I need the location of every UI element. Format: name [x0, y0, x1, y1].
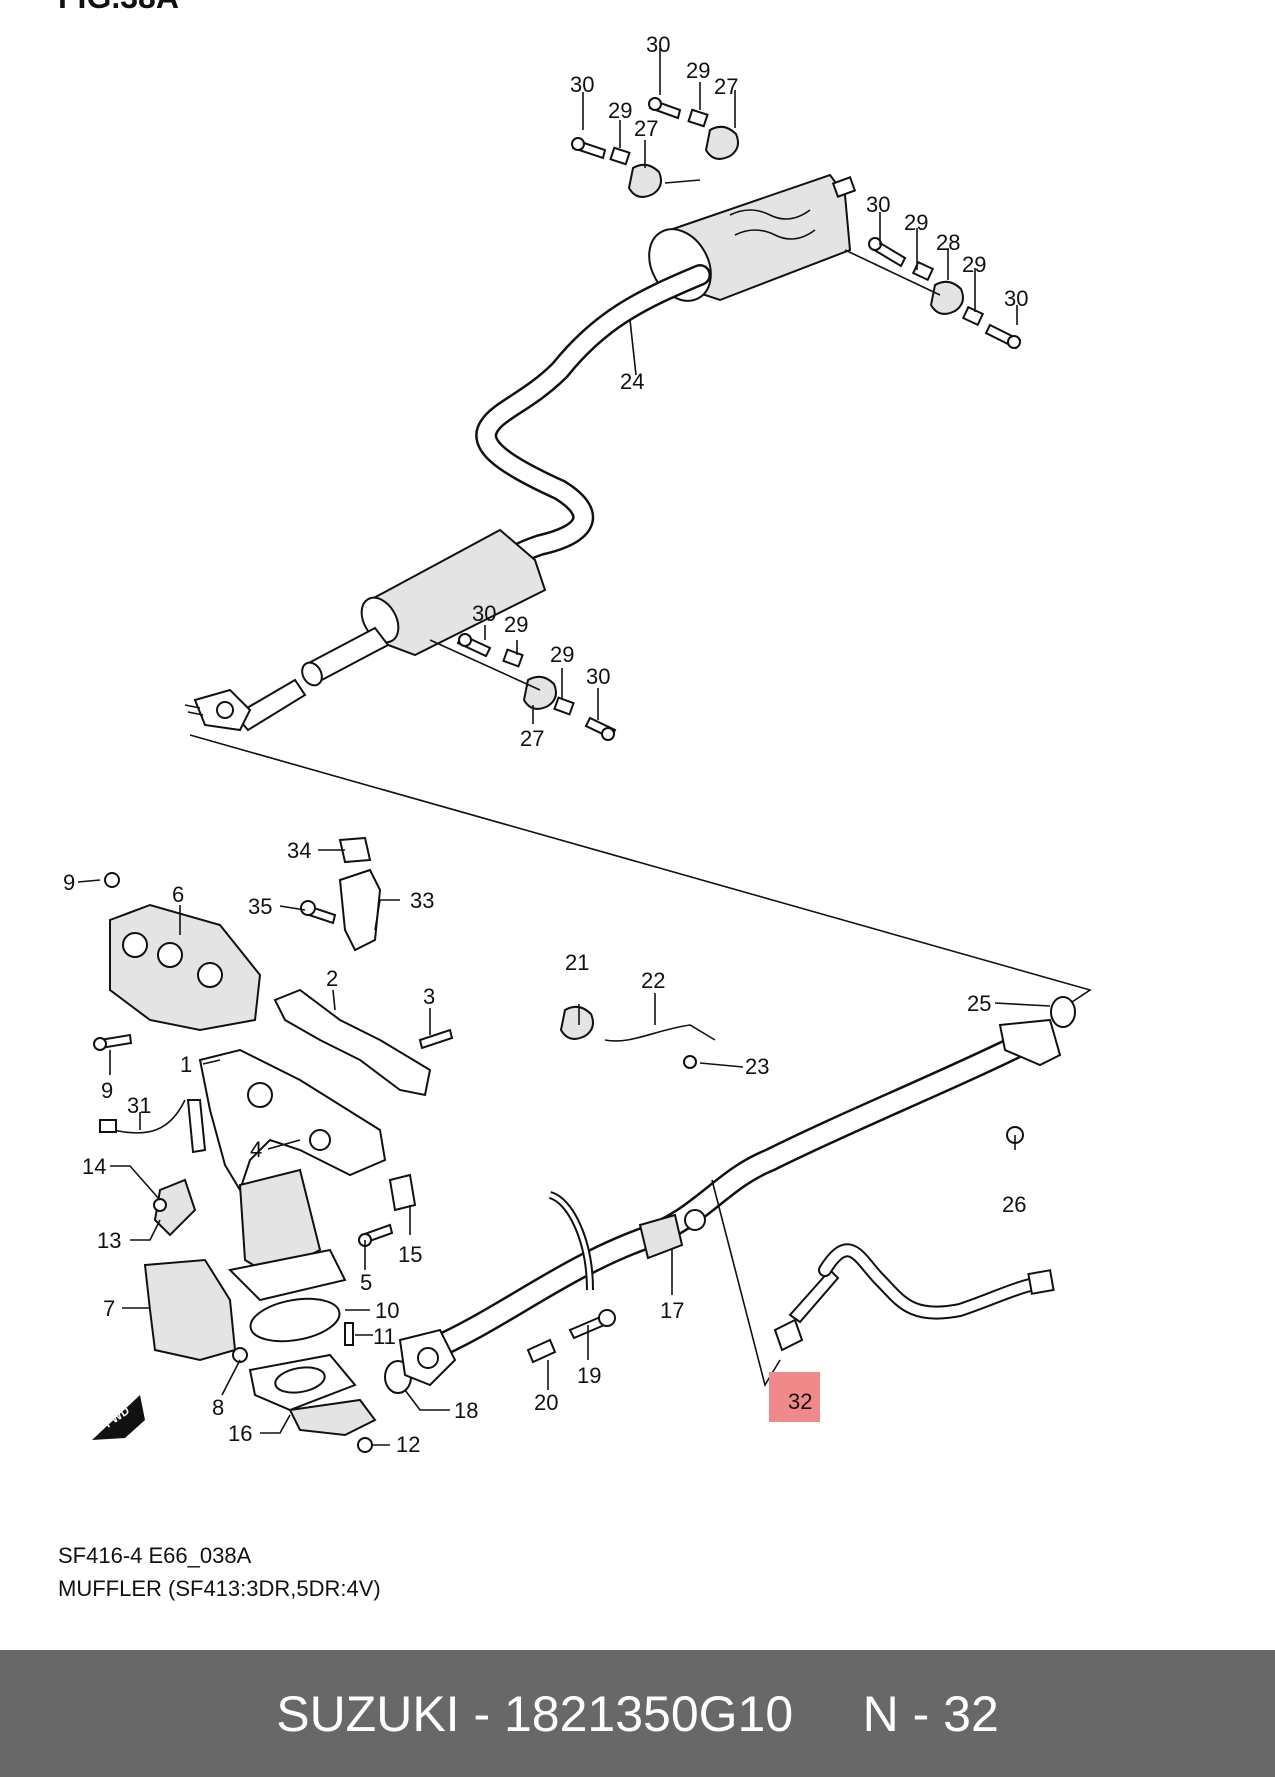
bolt-9-upper [104, 872, 120, 888]
bolt-8 [232, 1347, 248, 1363]
bracket-13 [153, 1178, 197, 1237]
exhaust-parts-diagram: FIG.38A [58, 0, 1092, 1457]
callout-27: 27 [714, 74, 738, 99]
callout-15: 15 [398, 1242, 422, 1267]
callout-34: 34 [287, 838, 311, 863]
callout-29: 29 [904, 210, 928, 235]
callout-22: 22 [641, 968, 665, 993]
callout-21: 21 [565, 950, 589, 975]
bolt-9-lower [93, 1033, 133, 1051]
connection-line-rear-front [189, 734, 1092, 1011]
callout-6: 6 [172, 882, 184, 907]
bracket-22 [604, 1024, 716, 1042]
oxygen-sensor-31 [99, 1099, 207, 1154]
callout-25: 25 [967, 991, 991, 1016]
callout-30: 30 [570, 72, 594, 97]
callout-31: 31 [127, 1093, 151, 1118]
flange-gasket-16 [248, 1353, 377, 1437]
heat-shield-6 [109, 903, 262, 1032]
callout-13: 13 [97, 1228, 121, 1253]
callout-30: 30 [472, 601, 496, 626]
stud-3 [418, 1028, 454, 1050]
hanger-21 [559, 1005, 594, 1040]
callout-4: 4 [250, 1137, 262, 1162]
callout-1: 1 [180, 1052, 192, 1077]
leader-32-link [711, 1179, 781, 1388]
callout-27: 27 [634, 116, 658, 141]
figure-title: FIG.38A [58, 0, 179, 15]
callout-12: 12 [396, 1432, 420, 1457]
clip-34 [338, 836, 372, 864]
gasket-25 [1050, 996, 1076, 1028]
callout-9: 9 [101, 1078, 113, 1103]
front-pipe-17 [398, 1018, 1062, 1387]
bracket-33 [338, 868, 382, 952]
callouts: 30 29 27 30 29 27 30 29 28 29 30 24 30 2… [63, 32, 1028, 1457]
bolt-23 [683, 1055, 697, 1069]
callout-19: 19 [577, 1363, 601, 1388]
callout-33: 33 [410, 888, 434, 913]
callout-29: 29 [962, 252, 986, 277]
highlight-box-32 [769, 1372, 820, 1422]
rear-pipe-flange [184, 688, 252, 732]
stud-11 [344, 1322, 354, 1346]
bolt-19 [568, 1309, 616, 1340]
bolt-5 [358, 1223, 394, 1247]
callout-30: 30 [646, 32, 670, 57]
callout-35: 35 [248, 894, 272, 919]
hanger-set-upper-left [571, 97, 739, 198]
leader-lines [77, 48, 1051, 1446]
callout-10: 10 [375, 1298, 399, 1323]
callout-7: 7 [103, 1296, 115, 1321]
hanger-set-resonator [429, 633, 617, 741]
part-number-footer: SUZUKI - 1821350G10 N - 32 [0, 1650, 1275, 1777]
callout-29: 29 [550, 642, 574, 667]
callout-3: 3 [423, 984, 435, 1009]
oxygen-sensor-32 [773, 1243, 1055, 1352]
callout-24: 24 [620, 369, 644, 394]
callout-27: 27 [520, 726, 544, 751]
nut-12 [357, 1437, 373, 1453]
callout-14: 14 [82, 1154, 106, 1179]
callout-29: 29 [504, 612, 528, 637]
diagram-code: SF416-4 E66_038A [58, 1543, 252, 1568]
spring-20 [526, 1338, 557, 1364]
callout-23: 23 [745, 1054, 769, 1079]
stud-14 [153, 1198, 167, 1212]
callout-28: 28 [936, 230, 960, 255]
callout-30: 30 [1004, 286, 1028, 311]
callout-11: 11 [373, 1324, 396, 1349]
callout-26: 26 [1002, 1192, 1026, 1217]
exhaust-manifold-1 [198, 1048, 387, 1193]
callout-8: 8 [212, 1395, 224, 1420]
gasket-10 [249, 1297, 341, 1343]
bolt-35 [300, 900, 337, 925]
callout-18: 18 [454, 1398, 478, 1423]
callout-2: 2 [326, 966, 338, 991]
callout-30: 30 [866, 192, 890, 217]
callout-32: 32 [788, 1389, 812, 1414]
clamp-15 [388, 1173, 417, 1212]
diagram-name: MUFFLER (SF413:3DR,5DR:4V) [58, 1576, 381, 1601]
callout-30: 30 [586, 664, 610, 689]
fwd-arrow-icon: FWD [92, 1395, 145, 1440]
callout-5: 5 [360, 1270, 372, 1295]
catalytic-converter [227, 1168, 347, 1302]
callout-16: 16 [228, 1421, 252, 1446]
callout-20: 20 [534, 1390, 558, 1415]
callout-9: 9 [63, 870, 75, 895]
callout-29: 29 [608, 98, 632, 123]
center-resonator [233, 528, 547, 732]
hanger-set-right [844, 237, 1022, 350]
callout-29: 29 [686, 58, 710, 83]
bracket-2 [273, 988, 432, 1097]
pipe-24 [459, 264, 711, 591]
callout-17: 17 [660, 1298, 684, 1323]
lower-cover-7 [143, 1258, 237, 1362]
footer-part-number: SUZUKI - 1821350G10 N - 32 [276, 1685, 999, 1742]
